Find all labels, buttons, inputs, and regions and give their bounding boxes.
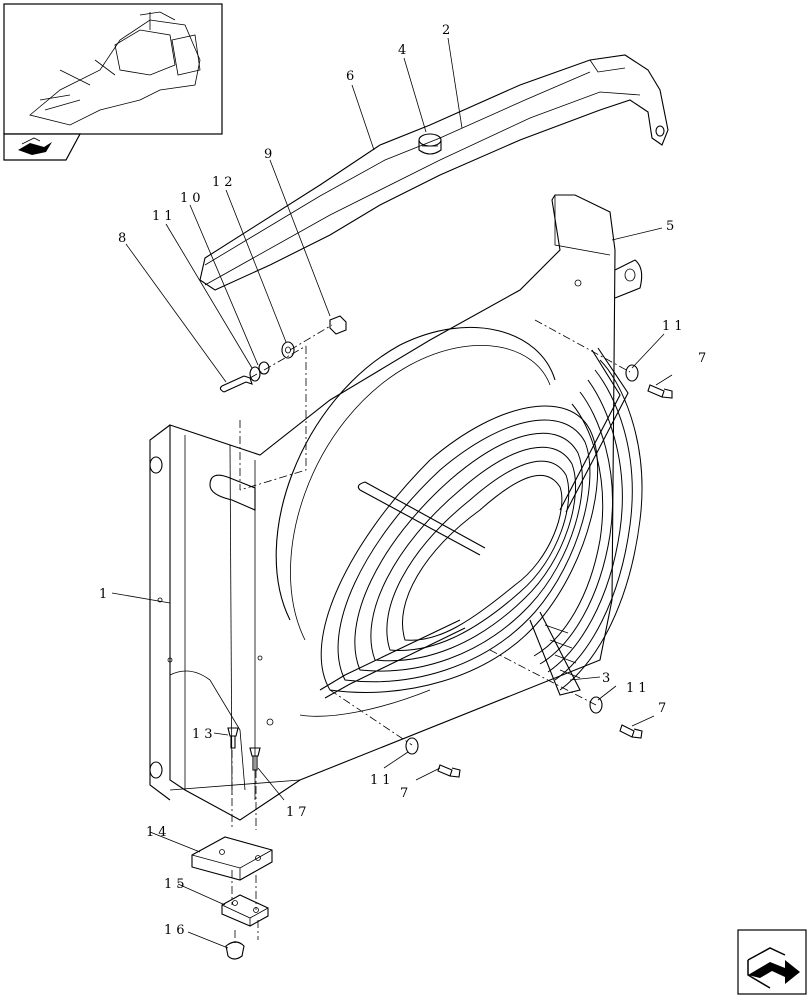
oil-filler-cap xyxy=(418,133,442,155)
callout-2: 2 xyxy=(442,23,450,38)
fan-shroud xyxy=(149,194,643,821)
assembly-lines xyxy=(231,319,631,946)
fan-guard-spiral xyxy=(319,347,643,699)
callout-7-bottom: 7 xyxy=(400,786,408,801)
callout-10: 10 xyxy=(180,191,205,206)
callout-7-right-lower: 7 xyxy=(658,701,666,716)
prev-nav-icon[interactable] xyxy=(3,133,82,161)
callout-11-right-lower: 11 xyxy=(626,681,651,696)
next-page-button[interactable] xyxy=(737,929,807,995)
callout-11-right-upper: 11 xyxy=(662,319,687,334)
callout-labels: 1 2 3 4 5 6 7 7 7 8 9 10 11 11 11 11 12 … xyxy=(99,23,706,938)
callout-5: 5 xyxy=(666,219,674,234)
callout-11-left: 11 xyxy=(152,209,177,224)
hardware xyxy=(191,315,673,960)
callout-12: 12 xyxy=(212,175,237,190)
top-shroud-cover xyxy=(199,54,669,291)
next-page-arrow-icon xyxy=(747,947,800,989)
overview-thumbnail xyxy=(3,3,223,135)
callout-11-bottom: 11 xyxy=(370,773,395,788)
callout-3: 3 xyxy=(602,671,610,686)
callout-7-right-upper: 7 xyxy=(698,351,706,366)
callout-8: 8 xyxy=(118,231,126,246)
callout-13: 13 xyxy=(192,727,217,742)
leader-lines xyxy=(111,37,673,949)
callout-17: 17 xyxy=(286,805,311,820)
callout-16: 16 xyxy=(164,923,189,938)
callout-14: 14 xyxy=(146,825,171,840)
callout-6: 6 xyxy=(346,69,354,84)
callout-15: 15 xyxy=(164,877,189,892)
callout-4: 4 xyxy=(398,43,406,58)
callout-1: 1 xyxy=(99,587,107,602)
callout-9: 9 xyxy=(264,147,272,162)
